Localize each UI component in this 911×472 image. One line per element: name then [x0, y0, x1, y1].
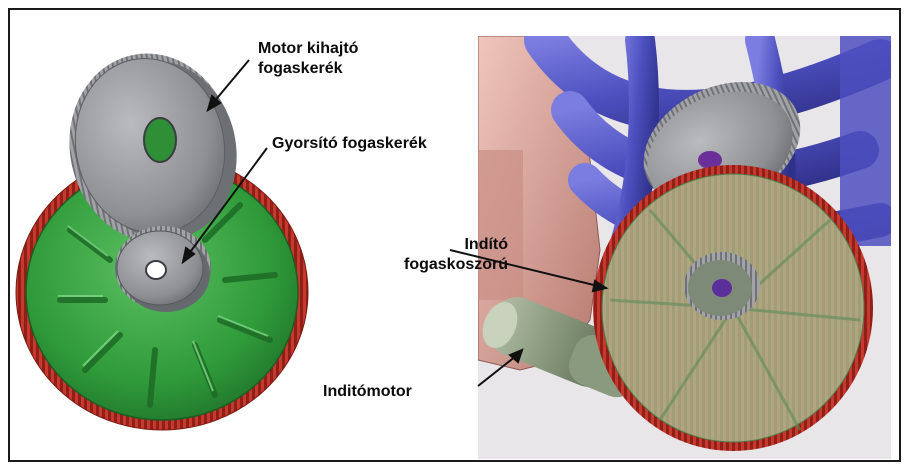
label-starter-motor: Inditómotor: [323, 382, 412, 402]
label-motor-output-gear-line2: fogaskerék: [258, 59, 358, 79]
label-accelerating-gear: Gyorsító fogaskerék: [272, 134, 427, 154]
label-starter-ring-gear-line1: Indító: [404, 235, 508, 255]
label-starter-ring-gear: Indító fogaskoszorú: [404, 235, 508, 275]
label-motor-output-gear-line1: Motor kihajtó: [258, 39, 358, 59]
flywheel-assembly: [16, 38, 308, 430]
label-starter-ring-gear-line2: fogaskoszorú: [404, 255, 508, 275]
label-motor-output-gear: Motor kihajtó fogaskerék: [258, 39, 358, 79]
engine-assembly: [476, 36, 891, 459]
accelerating-gear-hole: [146, 261, 166, 279]
motor-output-gear-hole: [144, 118, 176, 162]
